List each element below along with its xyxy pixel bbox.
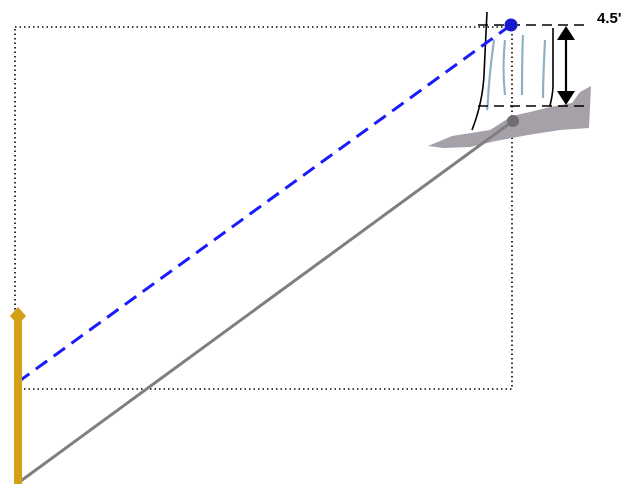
dotted-bounding-box: [14, 26, 513, 390]
survey-rod: [10, 307, 26, 484]
ground-patch: [428, 86, 591, 148]
height-label: 4.5': [597, 10, 622, 27]
ground-line: [17, 119, 514, 485]
sight-line: [17, 23, 512, 384]
height-arrow: [557, 26, 575, 105]
tree-base-point: [507, 115, 519, 127]
tree-trunk: [471, 11, 554, 131]
eye-level-point: [504, 18, 518, 32]
